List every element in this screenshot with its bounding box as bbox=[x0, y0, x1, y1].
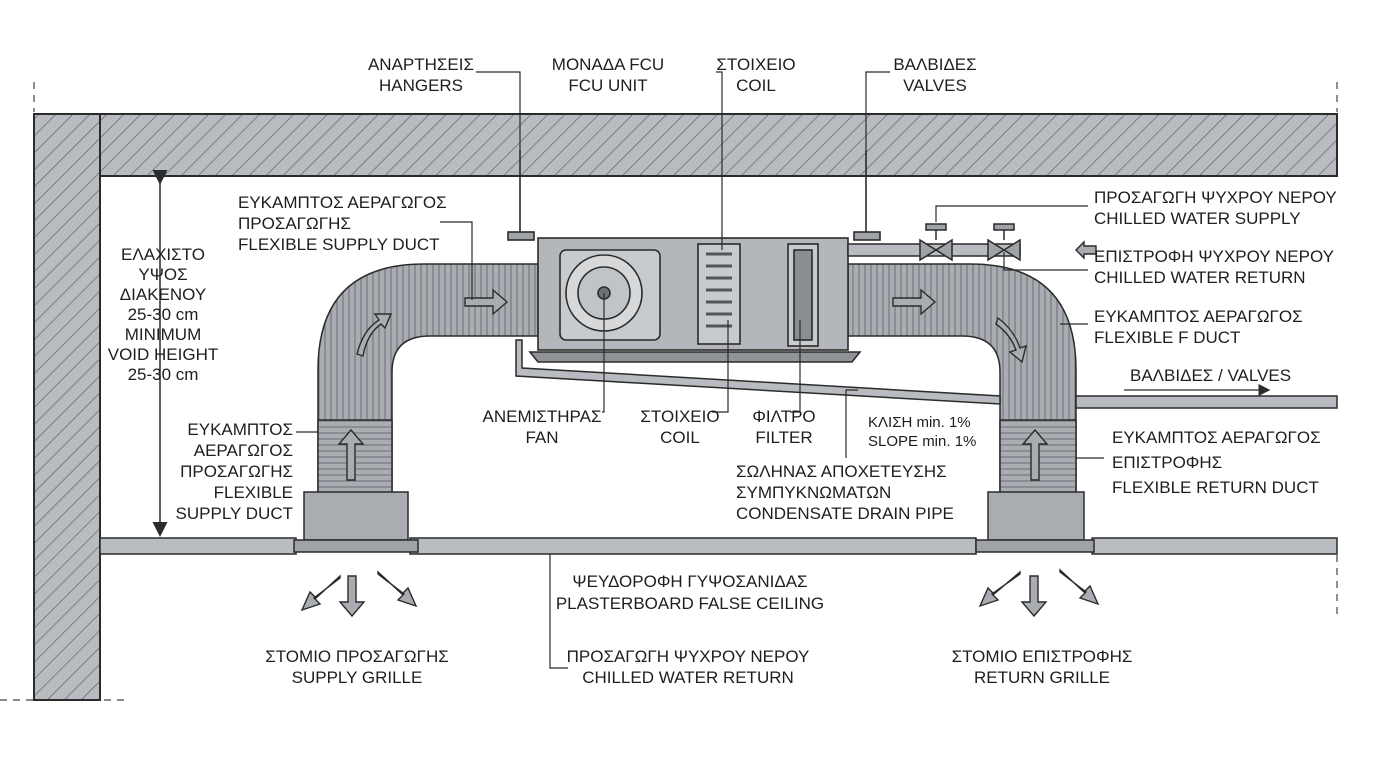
label-void-3: ΔΙΑΚΕΝΟΥ bbox=[120, 285, 206, 304]
label-cw-return-bottom-en: CHILLED WATER RETURN bbox=[582, 668, 794, 687]
label-slope-gr: ΚΛΙΣΗ min. 1% bbox=[868, 414, 971, 431]
false-ceiling bbox=[99, 537, 1338, 555]
label-drain-3: CONDENSATE DRAIN PIPE bbox=[736, 504, 954, 523]
label-void-1: ΕΛΑΧΙΣΤΟ bbox=[121, 245, 205, 264]
label-coil-bottom-en: COIL bbox=[660, 428, 700, 447]
label-coil-top-gr: ΣΤΟΙΧΕΙΟ bbox=[716, 55, 795, 74]
valve-icon bbox=[987, 223, 1021, 262]
label-flex-supply-left-2: ΑΕΡΑΓΩΓΟΣ bbox=[194, 441, 293, 460]
valve-icon bbox=[919, 223, 953, 262]
label-void-6: VOID HEIGHT bbox=[108, 345, 219, 364]
label-fan-en: FAN bbox=[525, 428, 558, 447]
label-return-grille-gr: ΣΤΟΜΙΟ ΕΠΙΣΤΡΟΦΗΣ bbox=[952, 647, 1133, 666]
label-cw-return-gr: ΕΠΙΣΤΡΟΦΗ ΨΥΧΡΟΥ ΝΕΡΟΥ bbox=[1094, 247, 1334, 266]
label-void-2: ΥΨΟΣ bbox=[138, 265, 187, 284]
label-coil-bottom-gr: ΣΤΟΙΧΕΙΟ bbox=[640, 407, 719, 426]
label-cw-supply-en: CHILLED WATER SUPPLY bbox=[1094, 209, 1301, 228]
fcu-unit bbox=[528, 237, 862, 363]
coil-icon bbox=[697, 243, 741, 345]
label-flex-duct-right-gr: ΕΥΚΑΜΠΤΟΣ ΑΕΡΑΓΩΓΟΣ bbox=[1094, 307, 1303, 326]
label-flex-supply-left-5: SUPPLY DUCT bbox=[176, 504, 293, 523]
label-hangers-gr: ΑΝΑΡΤΗΣΕΙΣ bbox=[368, 55, 474, 74]
label-cw-return-bottom-gr: ΠΡΟΣΑΓΩΓΗ ΨΥΧΡΟΥ ΝΕΡΟΥ bbox=[567, 647, 810, 666]
label-flex-supply-top-3: FLEXIBLE SUPPLY DUCT bbox=[238, 235, 440, 254]
filter-icon bbox=[787, 243, 819, 347]
airflow-arrows bbox=[300, 240, 1100, 618]
label-fan-gr: ΑΝΕΜΙΣΤΗΡΑΣ bbox=[483, 407, 602, 426]
label-flex-return-1: ΕΥΚΑΜΠΤΟΣ ΑΕΡΑΓΩΓΟΣ bbox=[1112, 428, 1321, 447]
label-false-ceiling-gr: ΨΕΥΔΟΡΟΦΗ ΓΥΨΟΣΑΝΙΔΑΣ bbox=[572, 572, 807, 591]
chilled-water-pipes bbox=[847, 223, 1021, 262]
label-supply-grille-en: SUPPLY GRILLE bbox=[292, 668, 423, 687]
label-void-7: 25-30 cm bbox=[128, 365, 199, 384]
hangers bbox=[507, 150, 881, 241]
label-flex-supply-left-3: ΠΡΟΣΑΓΩΓΗΣ bbox=[180, 462, 293, 481]
label-supply-grille-gr: ΣΤΟΜΙΟ ΠΡΟΣΑΓΩΓΗΣ bbox=[265, 647, 449, 666]
leader-lines bbox=[296, 71, 1271, 669]
label-flex-supply-left-4: FLEXIBLE bbox=[214, 483, 293, 502]
label-cw-return-en: CHILLED WATER RETURN bbox=[1094, 268, 1306, 287]
label-flex-supply-top-1: ΕΥΚΑΜΠΤΟΣ ΑΕΡΑΓΩΓΟΣ bbox=[238, 193, 447, 212]
label-flex-return-3: FLEXIBLE RETURN DUCT bbox=[1112, 478, 1319, 497]
label-flex-supply-top-2: ΠΡΟΣΑΓΩΓΗΣ bbox=[238, 214, 351, 233]
label-flex-duct-right-en: FLEXIBLE F DUCT bbox=[1094, 328, 1240, 347]
label-flex-supply-left-1: ΕΥΚΑΜΠΤΟΣ bbox=[187, 420, 293, 439]
label-valves-top-gr: ΒΑΛΒΙΔΕΣ bbox=[893, 55, 976, 74]
label-filter-en: FILTER bbox=[755, 428, 812, 447]
label-drain-2: ΣΥΜΠΥΚΝΩΜΑΤΩΝ bbox=[736, 483, 891, 502]
label-valves-top-en: VALVES bbox=[903, 76, 967, 95]
label-filter-gr: ΦΙΛΤΡΟ bbox=[752, 407, 815, 426]
label-cw-supply-gr: ΠΡΟΣΑΓΩΓΗ ΨΥΧΡΟΥ ΝΕΡΟΥ bbox=[1094, 188, 1337, 207]
label-return-grille-en: RETURN GRILLE bbox=[974, 668, 1110, 687]
label-hangers-en: HANGERS bbox=[379, 76, 463, 95]
label-void-4: 25-30 cm bbox=[128, 305, 199, 324]
label-fcu-gr: ΜΟΝΑΔΑ FCU bbox=[552, 55, 664, 74]
condensate-drain-pipe bbox=[515, 339, 1338, 409]
label-valves-right: ΒΑΛΒΙΔΕΣ / VALVES bbox=[1130, 366, 1291, 385]
label-coil-top-en: COIL bbox=[736, 76, 776, 95]
label-void-5: MINIMUM bbox=[125, 325, 201, 344]
label-false-ceiling-en: PLASTERBOARD FALSE CEILING bbox=[556, 594, 824, 613]
labels: ΑΝΑΡΤΗΣΕΙΣ HANGERS ΜΟΝΑΔΑ FCU FCU UNIT Σ… bbox=[108, 55, 1337, 687]
concrete-slab bbox=[33, 113, 1338, 701]
label-fcu-en: FCU UNIT bbox=[568, 76, 647, 95]
label-flex-return-2: ΕΠΙΣΤΡΟΦΗΣ bbox=[1112, 453, 1222, 472]
label-drain-1: ΣΩΛΗΝΑΣ ΑΠΟΧΕΤΕΥΣΗΣ bbox=[736, 462, 947, 481]
fan-icon bbox=[559, 249, 661, 341]
label-slope-en: SLOPE min. 1% bbox=[868, 433, 976, 450]
